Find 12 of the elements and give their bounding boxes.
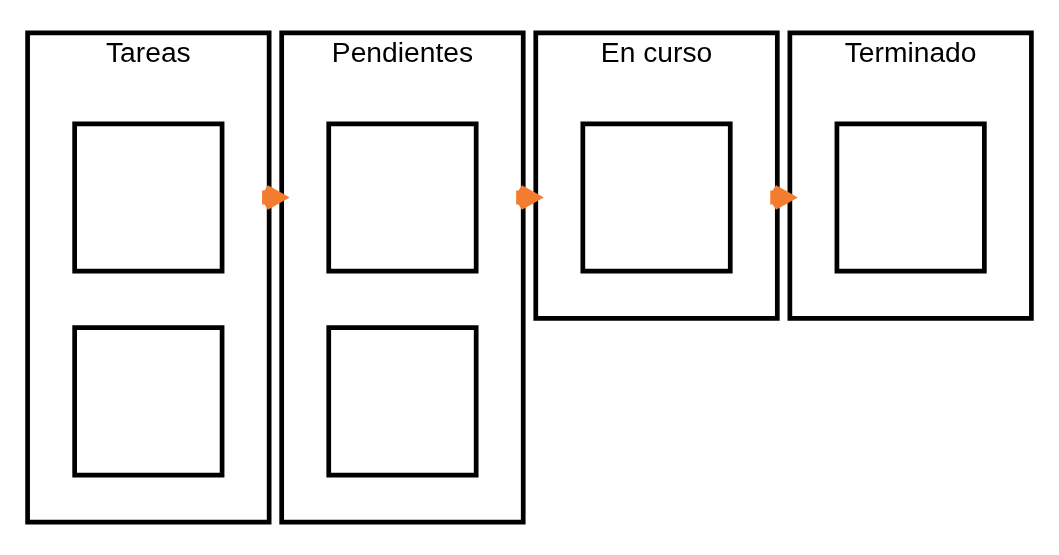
cluster: Tareas — [25, 30, 272, 525]
cluster: Terminado — [787, 30, 1034, 321]
cluster: En curso — [533, 30, 780, 321]
node-box — [326, 121, 479, 274]
node-box — [580, 121, 733, 274]
cluster: Pendientes — [279, 30, 526, 525]
node-box — [834, 121, 987, 274]
node-box — [72, 121, 225, 274]
node-box — [326, 325, 479, 478]
arrow — [516, 184, 541, 211]
arrow — [770, 184, 795, 211]
node-box — [72, 325, 225, 478]
